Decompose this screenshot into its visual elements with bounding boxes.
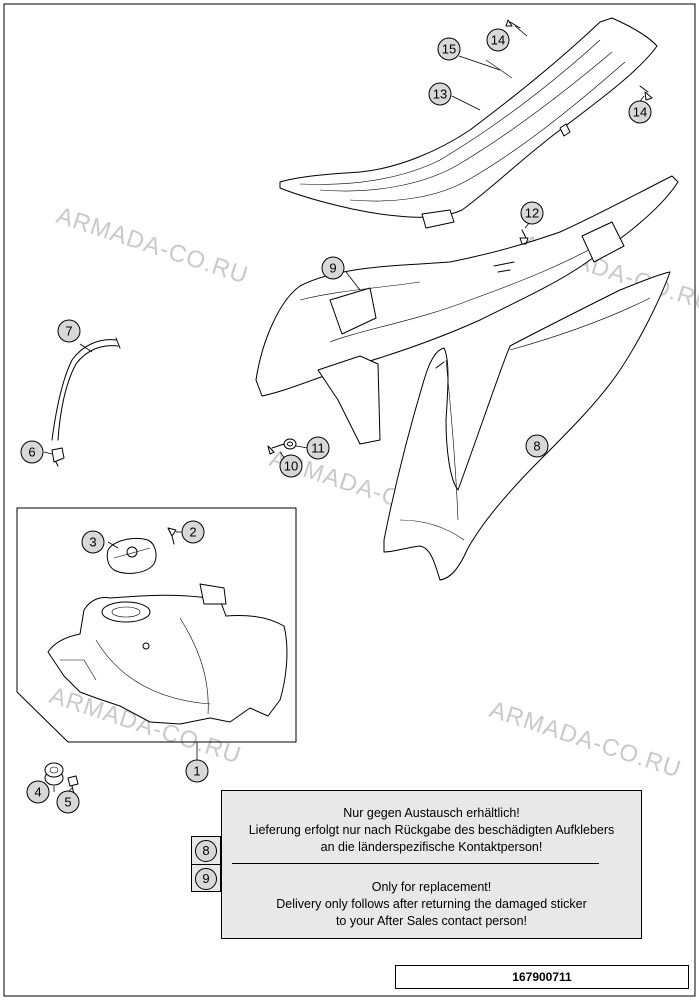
note-english-line: to your After Sales contact person! bbox=[335, 914, 528, 928]
note-english: Only for replacement! Delivery only foll… bbox=[222, 879, 641, 930]
svg-text:6: 6 bbox=[28, 445, 35, 460]
svg-text:3: 3 bbox=[89, 535, 96, 550]
side-panel-part bbox=[383, 271, 671, 581]
svg-text:7: 7 bbox=[65, 324, 72, 339]
fuel-tank-frame bbox=[16, 507, 297, 743]
tank-bushing-part bbox=[44, 762, 64, 786]
note-english-line: Only for replacement! bbox=[371, 880, 492, 894]
svg-text:1: 1 bbox=[193, 764, 200, 779]
tank-screw-part bbox=[167, 527, 177, 545]
note-reference-box: 8 9 bbox=[191, 836, 221, 892]
callout-12: 12 bbox=[520, 201, 544, 225]
svg-text:9: 9 bbox=[329, 261, 336, 276]
side-panel-washer bbox=[283, 438, 297, 450]
svg-text:12: 12 bbox=[525, 206, 539, 221]
svg-text:13: 13 bbox=[433, 87, 447, 102]
callout-15: 15 bbox=[437, 37, 461, 61]
page-border bbox=[3, 3, 696, 997]
svg-text:15: 15 bbox=[442, 42, 456, 57]
callout-5: 5 bbox=[56, 790, 80, 814]
callout-11: 11 bbox=[306, 436, 330, 460]
watermark-text: ARMADA-CO.RU bbox=[53, 202, 252, 289]
callout-6: 6 bbox=[20, 440, 44, 464]
document-number: 167900711 bbox=[395, 965, 689, 989]
note-german-line: an die länderspezifische Kontaktperson! bbox=[320, 840, 543, 854]
callout-10: 10 bbox=[279, 454, 303, 478]
callout-4: 4 bbox=[26, 780, 50, 804]
svg-text:14: 14 bbox=[633, 105, 647, 120]
side-panel-screw bbox=[267, 443, 285, 455]
side-cover-part bbox=[255, 175, 679, 445]
svg-text:2: 2 bbox=[189, 525, 196, 540]
callout-7: 7 bbox=[57, 319, 81, 343]
fuel-tank-group bbox=[16, 507, 297, 764]
callout-14-top: 14 bbox=[486, 28, 510, 52]
callout-9: 9 bbox=[321, 256, 345, 280]
note-english-line: Delivery only follows after returning th… bbox=[276, 897, 587, 911]
callout-2: 2 bbox=[181, 520, 205, 544]
svg-text:8: 8 bbox=[533, 439, 540, 454]
callout-13: 13 bbox=[428, 82, 452, 106]
svg-text:4: 4 bbox=[34, 785, 41, 800]
note-ref-8: 8 bbox=[195, 840, 217, 862]
note-german: Nur gegen Austausch erhältlich! Lieferun… bbox=[222, 805, 641, 856]
svg-text:5: 5 bbox=[64, 795, 71, 810]
callout-group: 1 2 3 4 5 6 7 8 9 10 11 12 13 14 14 15 bbox=[20, 28, 652, 814]
fuel-tank-filler-neck bbox=[101, 601, 151, 623]
note-separator bbox=[232, 863, 599, 864]
callout-8: 8 bbox=[525, 434, 549, 458]
svg-text:10: 10 bbox=[284, 459, 298, 474]
seat-screw-front bbox=[505, 19, 528, 37]
callout-14-right: 14 bbox=[628, 100, 652, 124]
note-german-line: Lieferung erfolgt nur nach Rückgabe des … bbox=[248, 823, 615, 837]
note-ref-divider bbox=[192, 864, 220, 865]
breather-hose-part bbox=[51, 337, 121, 441]
seat-part bbox=[279, 17, 658, 229]
note-ref-9: 9 bbox=[195, 868, 217, 890]
callout-1: 1 bbox=[185, 759, 209, 783]
watermark-text: ARMADA-CO.RU bbox=[486, 696, 685, 783]
callout-3: 3 bbox=[81, 530, 105, 554]
svg-text:11: 11 bbox=[311, 441, 325, 456]
hose-plug-part bbox=[51, 447, 65, 467]
fuel-cap-part bbox=[106, 537, 157, 574]
note-german-line: Nur gegen Austausch erhältlich! bbox=[343, 806, 520, 820]
replacement-note-box: Nur gegen Austausch erhältlich! Lieferun… bbox=[221, 790, 642, 939]
leader-lines bbox=[43, 55, 501, 793]
svg-text:14: 14 bbox=[491, 33, 505, 48]
